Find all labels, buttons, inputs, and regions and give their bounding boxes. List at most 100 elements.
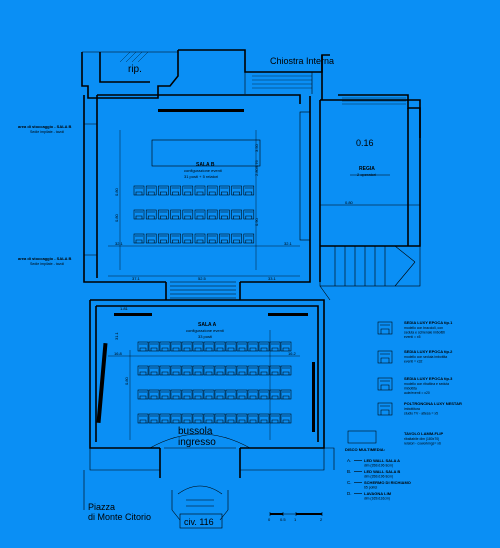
chair-icon (181, 389, 193, 400)
chair-icon (170, 233, 181, 244)
chair-icon (280, 365, 292, 376)
chair-icon (159, 389, 171, 400)
led-wall-sala-a (114, 313, 152, 316)
sala-b-sub2: 31 posti + 5 relatori (184, 174, 218, 179)
chair-icon (145, 185, 157, 196)
chair-icon (182, 209, 194, 220)
led-wall-sala-a-right (268, 313, 308, 316)
chair-icon (377, 321, 393, 335)
chair-icon (158, 233, 169, 244)
multimedia-title: LED WALL SALA A (364, 458, 400, 463)
dim-sala-b-h1: 2.80 (254, 167, 259, 176)
sala-b-title: SALA B (196, 162, 215, 168)
height-label: 0.16 (356, 138, 374, 148)
chair-icon (247, 389, 259, 400)
chair-icon (194, 209, 206, 220)
dim-sala-a-w: 1.81 (120, 306, 129, 311)
hatched-areas (119, 51, 406, 105)
multimedia-title: DISCO MULTIMEDIA: (345, 447, 385, 452)
civ-box (179, 513, 223, 529)
piazza-label-2: di Monte Citorio (88, 512, 151, 522)
chair-icon (258, 365, 270, 376)
legend-item-line: seduta e schienale imbottiti (404, 331, 445, 335)
chair-icon (133, 209, 145, 220)
chair-icon (280, 389, 292, 400)
chair-icon (203, 365, 215, 376)
sala-b-seats (133, 185, 255, 244)
chair-icon (269, 389, 281, 400)
screen-right (312, 362, 315, 432)
chair-icon (231, 233, 242, 244)
legend-item-line: imbottita (404, 387, 417, 391)
chair-icon (159, 365, 171, 376)
legend-item-title: SEDIA LUXY EPOCA tip.2 (404, 349, 453, 354)
chair-icon (133, 185, 145, 196)
legend-item-line: imbottitura (404, 407, 420, 411)
chair-icon (194, 185, 206, 196)
led-wall-sala-b (158, 109, 244, 112)
legend-item-line: aule/eventi = x20 (404, 391, 430, 395)
dim-mid-right: 33.1 (268, 276, 277, 281)
chair-icon (181, 413, 193, 424)
dim-sala-a-top: 31.1 (114, 331, 119, 340)
chair-icon (247, 341, 259, 352)
chair-icon (214, 389, 226, 400)
chair-icon (247, 413, 259, 424)
chair-icon (170, 413, 182, 424)
chair-icon (170, 209, 181, 220)
sala-a-walls (83, 299, 335, 510)
chair-icon (280, 341, 292, 352)
chair-icon (192, 365, 204, 376)
legend-item-line: modello con braccioli, con (404, 326, 443, 330)
sala-a-title: SALA A (198, 322, 217, 328)
chair-icon (182, 185, 194, 196)
chair-icon (192, 341, 204, 352)
scale-05: 0.5 (280, 517, 286, 522)
chair-icon (243, 185, 255, 196)
staircase (319, 245, 421, 301)
piazza-label-1: Piazza (88, 502, 115, 512)
chair-icon (258, 389, 270, 400)
dim-regia-w: 0.80 (345, 200, 354, 205)
chair-icon (214, 365, 226, 376)
chair-icon (159, 413, 171, 424)
legend-item-title: SEDIA LUXY EPOCA tip.1 (404, 320, 453, 325)
chair-icon (377, 350, 393, 364)
chair-icon (219, 185, 230, 196)
scale-0: 0 (268, 517, 271, 522)
legend-item-line: relatori - coworkings= x6 (404, 442, 441, 446)
chair-icon (236, 341, 248, 352)
chair-icon (170, 341, 182, 352)
dim-row-gap: 0.80 (124, 376, 129, 385)
legend-item-line: eventi = x5 (404, 335, 421, 339)
legend-item-title: POLTRONCINA LUXY NESTAR (404, 401, 462, 406)
regia-sub: 2 operatori (357, 172, 376, 177)
multimedia-sub: dim (165x116cm) (364, 497, 390, 501)
regia-title: REGIA (359, 166, 375, 172)
chair-icon (225, 365, 237, 376)
chair-icon (170, 389, 182, 400)
chair-icon (231, 185, 242, 196)
dim-sala-b-h: 3.50 (254, 143, 259, 152)
scale-1: 1 (294, 517, 297, 522)
ingresso-label: ingresso (178, 437, 216, 448)
chair-icon (269, 413, 281, 424)
scale-bar (269, 512, 323, 516)
dim-sala-a-right: 16.2 (288, 351, 297, 356)
bussola-label: bussola (178, 426, 213, 437)
chair-icon (181, 365, 193, 376)
chair-icon (258, 413, 270, 424)
multimedia-sub: dim (356x196 8cm) (364, 475, 393, 479)
chair-icon (148, 365, 160, 376)
chair-icon (148, 413, 160, 424)
multimedia-code: D. (347, 491, 352, 496)
dim-sala-b-h2: 0.80 (114, 187, 119, 196)
chair-icon (225, 341, 237, 352)
dim-sala-b-h4: 0.90 (254, 217, 259, 226)
multimedia-code: B. (347, 469, 351, 474)
